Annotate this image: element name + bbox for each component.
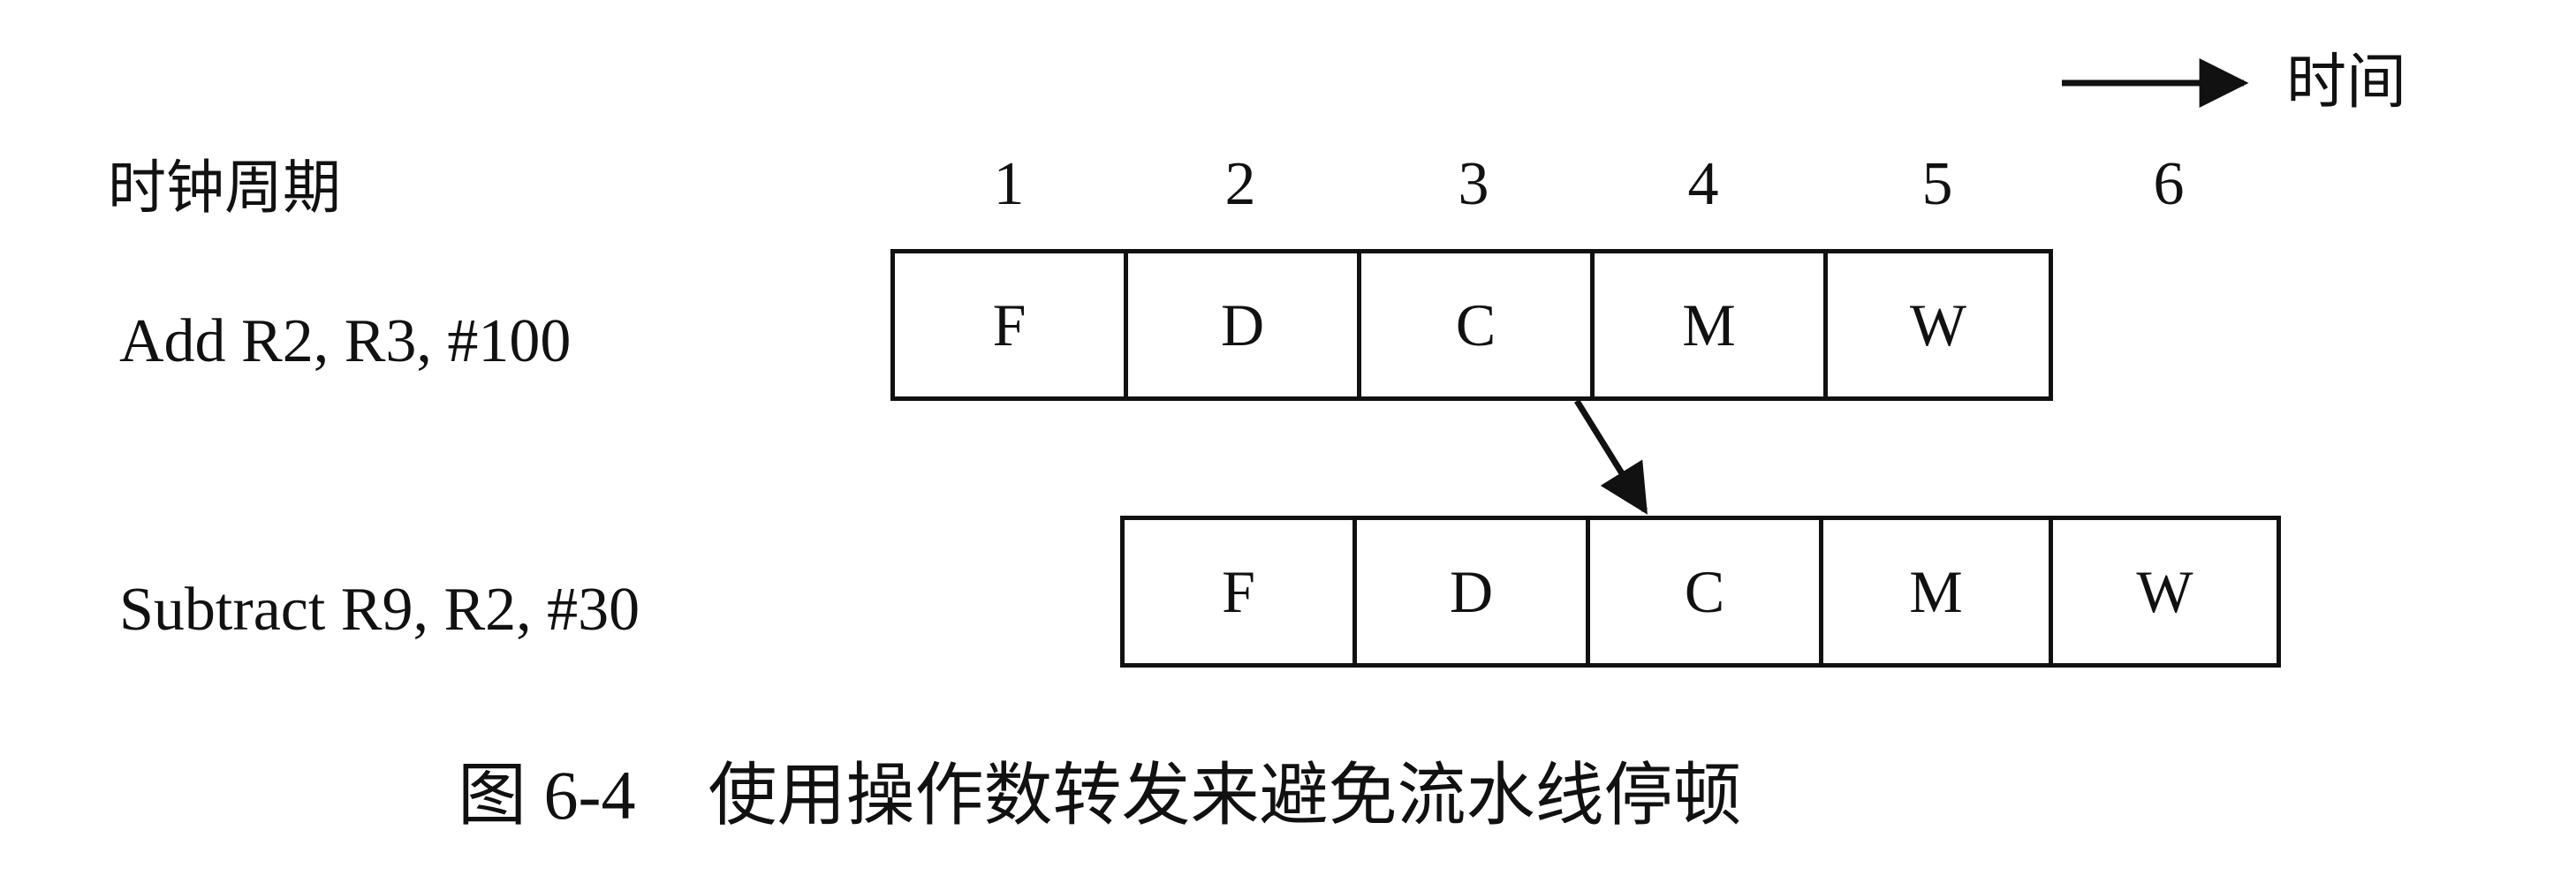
add-stage-compute: C [1357, 249, 1595, 401]
clock-cycle-2: 2 [1224, 150, 1256, 218]
clock-cycle-6: 6 [2153, 150, 2185, 218]
instruction-add: Add R2, R3, #100 [119, 307, 572, 375]
subtract-stage-compute: C [1586, 516, 1823, 668]
add-stage-writeback: W [1823, 249, 2053, 401]
figure-title: 使用操作数转发来避免流水线停顿 [708, 756, 1742, 835]
subtract-stage-decode: D [1352, 516, 1590, 668]
subtract-stage-fetch: F [1120, 516, 1357, 668]
subtract-stage-memory: M [1819, 516, 2053, 668]
add-stage-memory: M [1590, 249, 1828, 401]
add-stage-fetch: F [890, 249, 1128, 401]
clock-cycle-4: 4 [1687, 150, 1719, 218]
clock-cycle-1: 1 [993, 150, 1025, 218]
subtract-stage-writeback: W [2049, 516, 2281, 668]
time-label: 时间 [2286, 48, 2407, 117]
clock-cycle-3: 3 [1458, 150, 1489, 218]
instruction-subtract: Subtract R9, R2, #30 [119, 576, 640, 644]
figure-number: 图 6-4 [458, 757, 636, 834]
add-stage-decode: D [1124, 249, 1361, 401]
clock-cycle-5: 5 [1921, 150, 1953, 218]
forwarding-arrow [1574, 399, 1648, 515]
clock-cycle-label: 时钟周期 [108, 154, 341, 222]
